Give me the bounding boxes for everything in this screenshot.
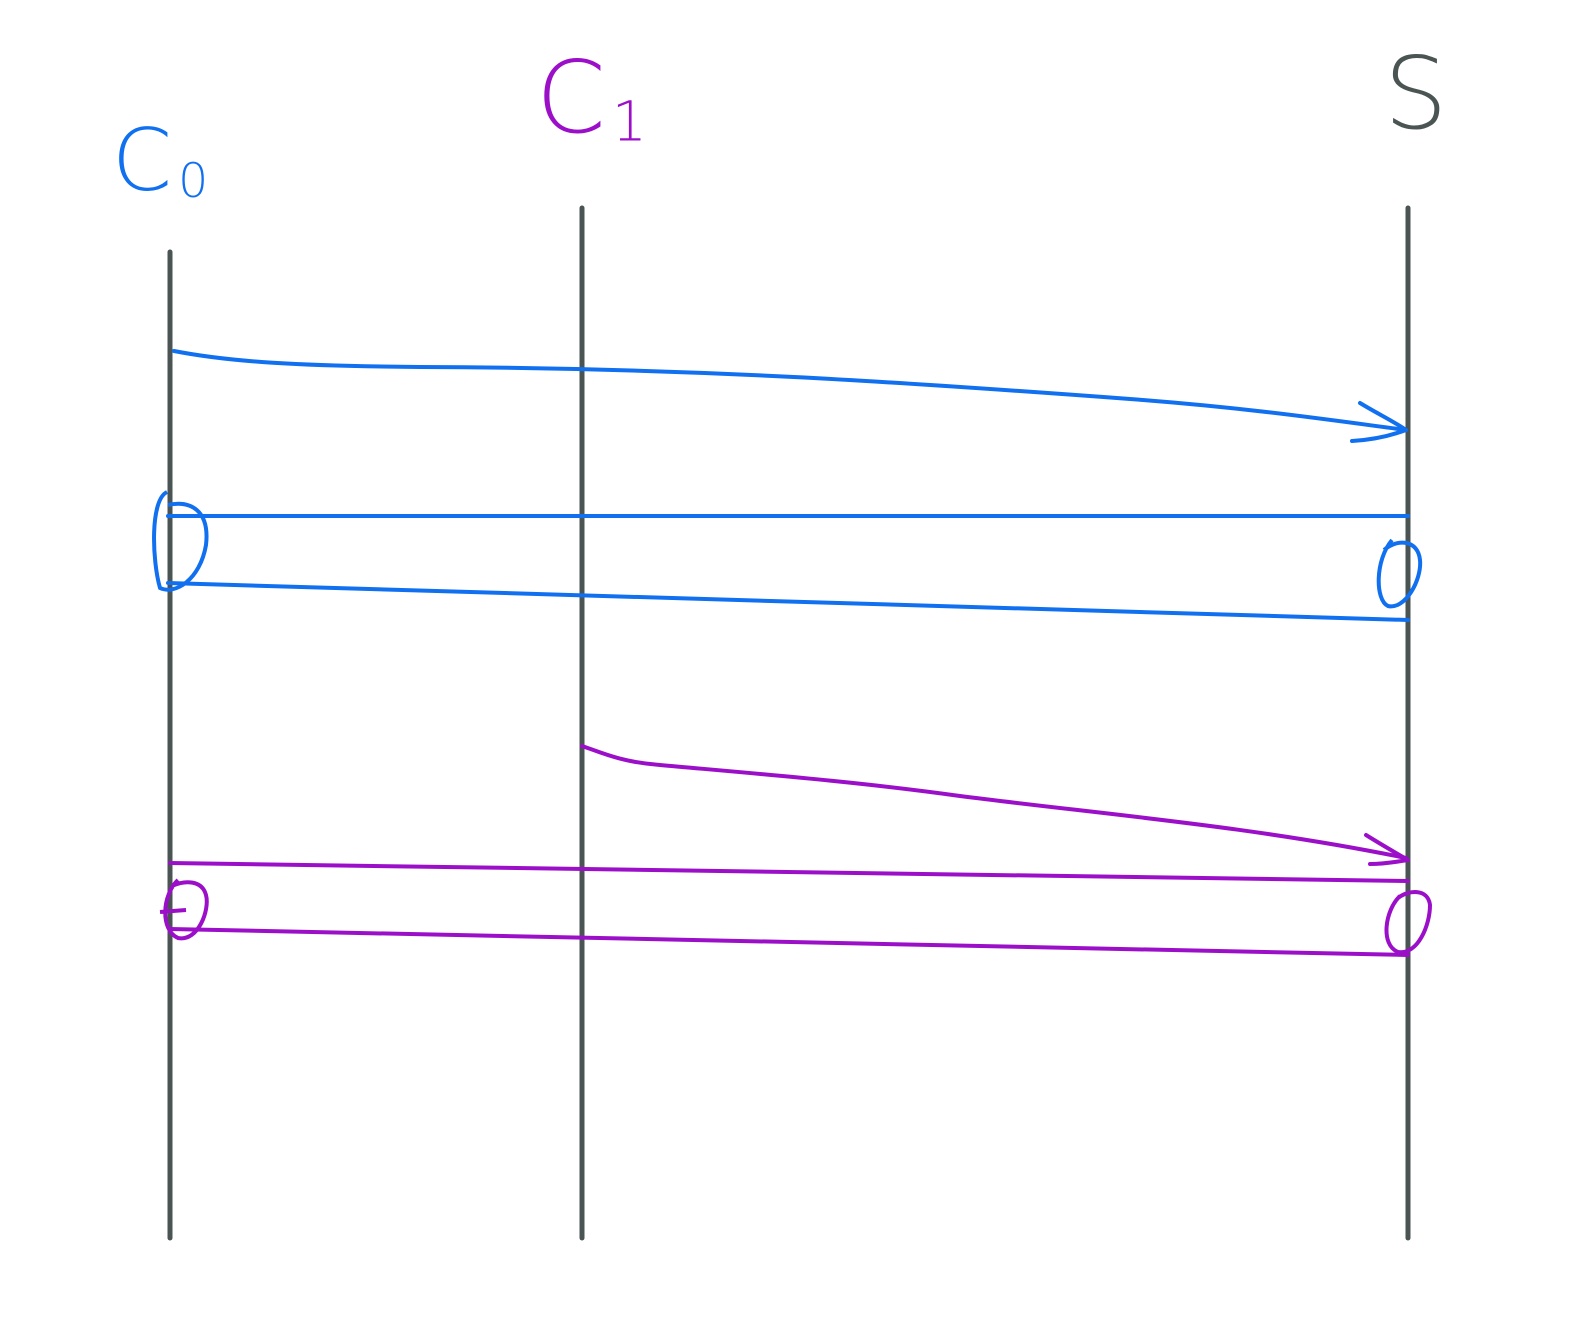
zero-mark-s-purple-icon bbox=[1384, 890, 1433, 955]
participant-s-name: S bbox=[1384, 35, 1454, 152]
response-band-bottom-c1 bbox=[168, 927, 1410, 957]
zero-mark-s-blue-icon bbox=[1376, 538, 1423, 609]
message-c1-to-s bbox=[580, 744, 1408, 860]
message-c0-to-s bbox=[172, 349, 1408, 432]
response-band-top-c1 bbox=[168, 861, 1410, 883]
participant-label-c0: C0 bbox=[112, 118, 208, 205]
arrowhead-c1-to-s bbox=[1364, 833, 1410, 866]
participant-c1-name: C bbox=[536, 39, 612, 156]
participant-label-s: S bbox=[1384, 44, 1453, 144]
participant-c0-subscript: 0 bbox=[178, 154, 209, 210]
arrowhead-c0-to-s bbox=[1350, 401, 1408, 443]
participant-c1-subscript: 1 bbox=[611, 89, 647, 154]
zero-mark-c0-icon bbox=[152, 490, 209, 592]
participant-c0-name: C bbox=[112, 111, 179, 211]
participant-label-c1: C1 bbox=[536, 48, 647, 149]
zero-mark-c0-purple-icon bbox=[159, 878, 209, 941]
response-band-bottom-c0 bbox=[166, 581, 1410, 622]
